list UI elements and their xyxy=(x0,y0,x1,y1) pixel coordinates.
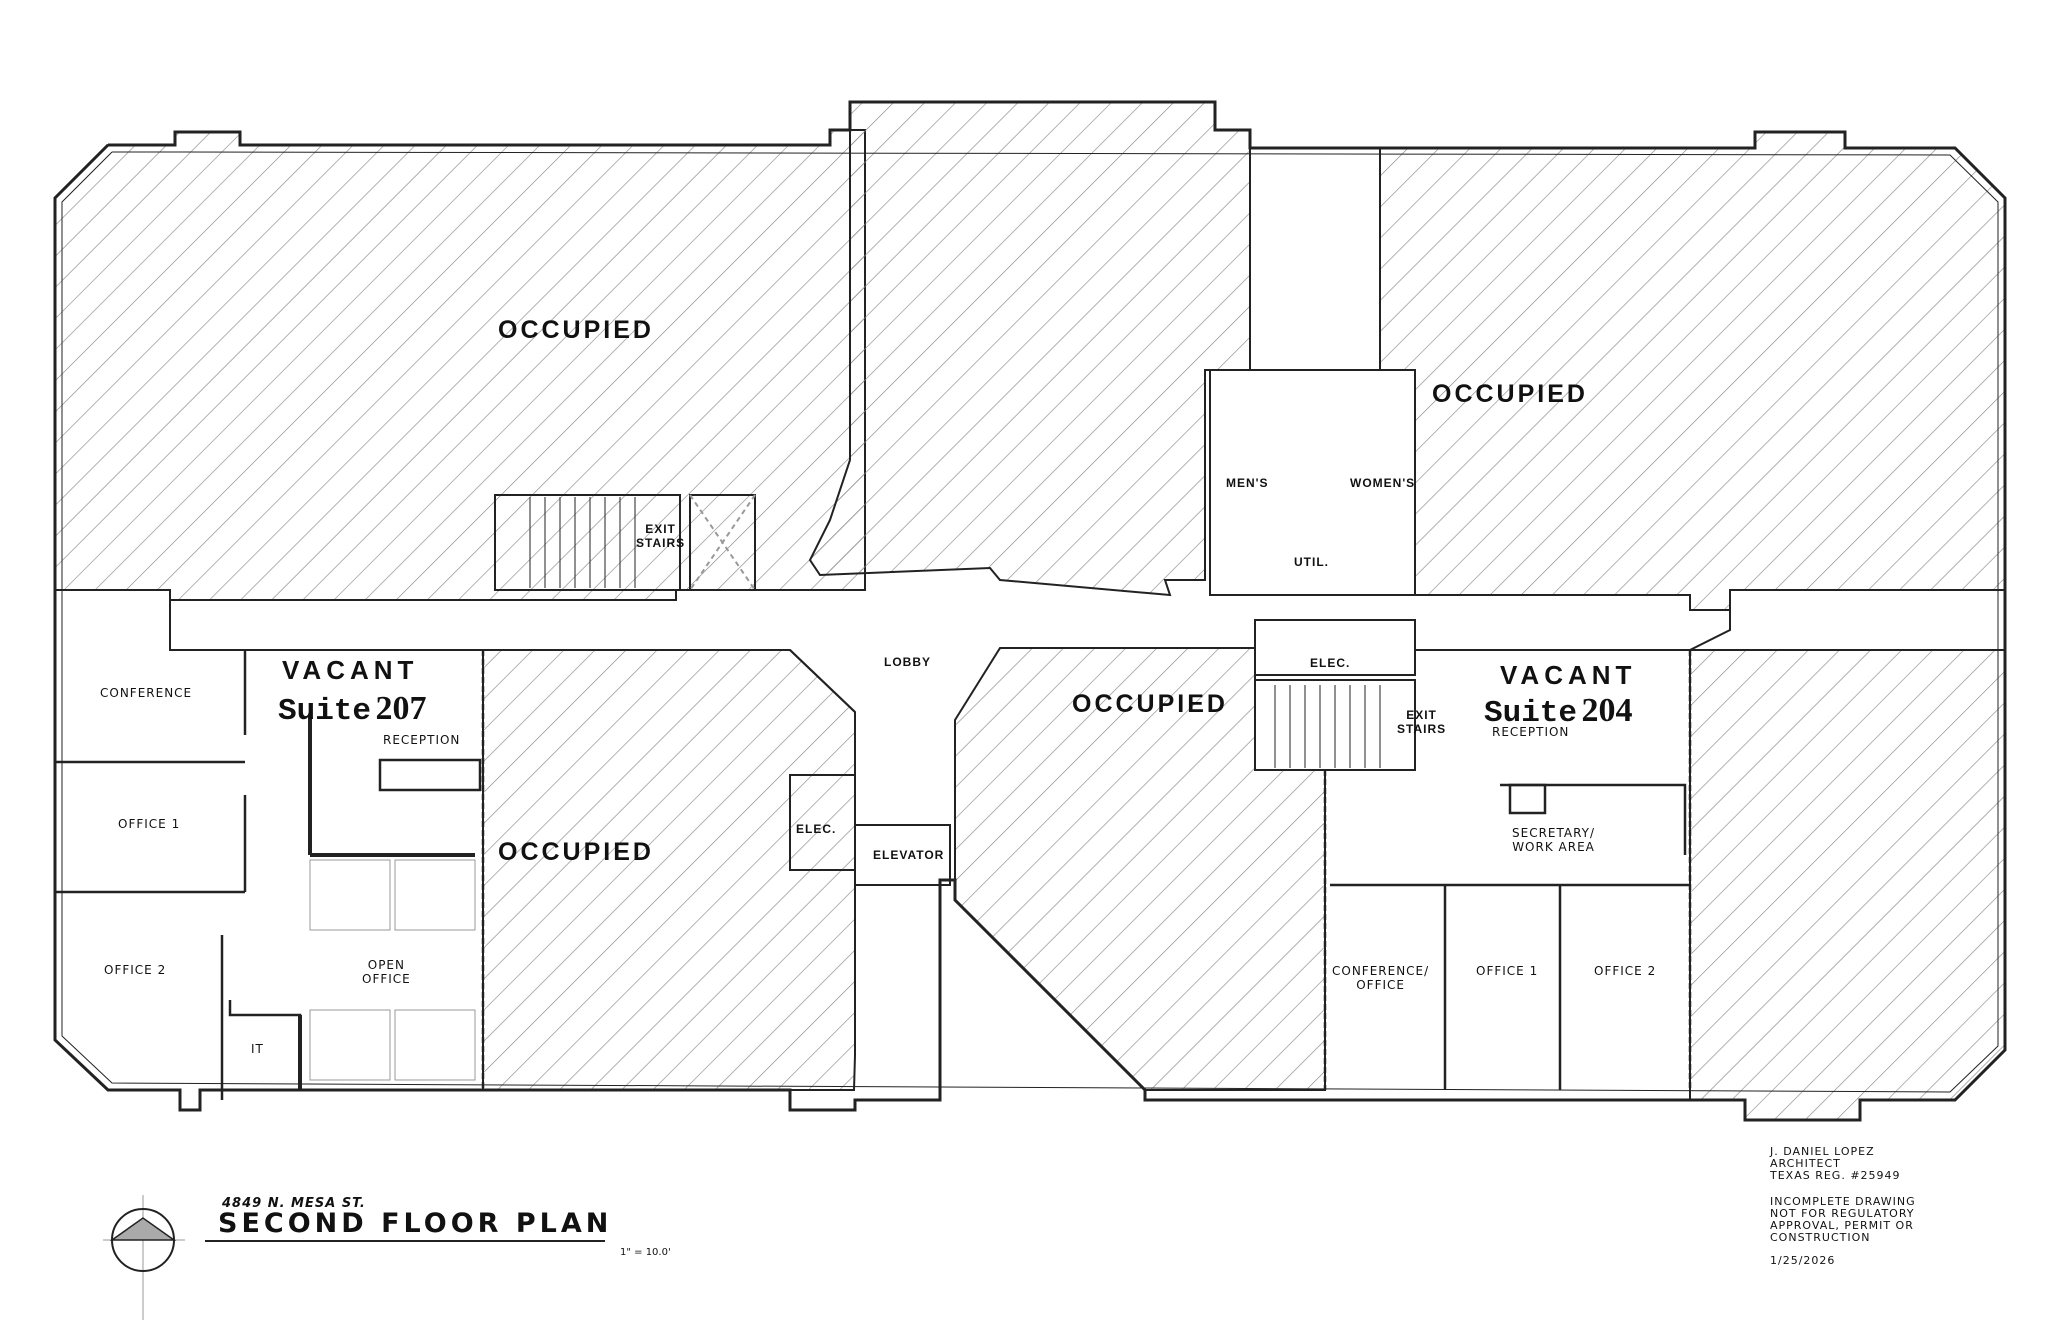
elec-west-label: ELEC. xyxy=(796,822,837,836)
elevator-label: ELEVATOR xyxy=(873,848,945,862)
disclaimer-line-3: APPROVAL, PERMIT OR xyxy=(1770,1219,1914,1232)
drawing-address: 4849 N. MESA ST. xyxy=(222,1196,366,1211)
util-label: UTIL. xyxy=(1294,555,1329,569)
disclaimer-note: INCOMPLETE DRAWING NOT FOR REGULATORY AP… xyxy=(1770,1196,1916,1244)
disclaimer-line-2: NOT FOR REGULATORY xyxy=(1770,1207,1915,1220)
stairs-label: STAIRS xyxy=(636,536,686,550)
room-open-office: OPEN OFFICE xyxy=(362,958,411,986)
architect-registration: TEXAS REG. #25949 xyxy=(1770,1169,1901,1182)
suite-207-title: Suite 207 xyxy=(278,690,426,729)
disclaimer-line-1: INCOMPLETE DRAWING xyxy=(1770,1195,1916,1208)
conference-line-1: CONFERENCE/ xyxy=(1332,964,1430,978)
occupied-label-ne: OCCUPIED xyxy=(1432,380,1588,408)
room-conference: CONFERENCE xyxy=(100,686,193,700)
exit-stairs-west-label: EXIT STAIRS xyxy=(636,522,685,550)
conference-line-2: OFFICE xyxy=(1356,978,1405,992)
open-office-line-2: OFFICE xyxy=(362,972,411,986)
building-exterior-wall xyxy=(53,100,2007,1122)
drawing-title: SECOND FLOOR PLAN xyxy=(218,1208,613,1239)
room-it: IT xyxy=(251,1042,264,1056)
drawing-scale: 1" = 10.0' xyxy=(620,1247,671,1258)
disclaimer-line-4: CONSTRUCTION xyxy=(1770,1231,1871,1244)
exit-label: EXIT xyxy=(645,522,676,536)
suite-label: Suite xyxy=(278,694,372,729)
architect-stamp: J. DANIEL LOPEZ ARCHITECT TEXAS REG. #25… xyxy=(1770,1146,1901,1182)
room-reception: RECEPTION xyxy=(1492,725,1570,739)
occupied-label-sc: OCCUPIED xyxy=(1072,690,1228,718)
suite-207-walls xyxy=(55,650,485,1100)
drawing-date: 1/25/2026 xyxy=(1770,1254,1836,1267)
mens-restroom-label: MEN'S xyxy=(1226,476,1269,490)
secretary-line-2: WORK AREA xyxy=(1512,840,1595,854)
occupied-zone-north-center xyxy=(808,101,1251,597)
suite-204-walls xyxy=(1323,650,1692,1090)
exit-stairs-east-label: EXIT STAIRS xyxy=(1397,708,1446,736)
room-conference-office: CONFERENCE/ OFFICE xyxy=(1332,964,1429,992)
secretary-line-1: SECRETARY/ xyxy=(1512,826,1596,840)
occupied-zone-north-west xyxy=(54,129,866,601)
womens-restroom-label: WOMEN'S xyxy=(1350,476,1416,490)
stairs-label: STAIRS xyxy=(1397,722,1447,736)
room-reception: RECEPTION xyxy=(383,733,461,747)
room-office-1: OFFICE 1 xyxy=(1476,964,1539,978)
occupied-label-nw: OCCUPIED xyxy=(498,316,654,344)
north-arrow-icon xyxy=(103,1195,185,1320)
suite-204-title: Suite 204 xyxy=(1484,692,1632,731)
architect-role: ARCHITECT xyxy=(1770,1157,1841,1170)
open-office-line-1: OPEN xyxy=(367,958,405,972)
occupied-label-sw: OCCUPIED xyxy=(498,838,654,866)
lobby-label: LOBBY xyxy=(884,655,931,669)
room-office-1: OFFICE 1 xyxy=(118,817,181,831)
suite-number: 207 xyxy=(375,690,427,727)
occupied-zone-south-east xyxy=(1689,649,2006,1121)
main-corridor xyxy=(169,590,1731,713)
suite-number: 204 xyxy=(1581,692,1633,729)
suite-label: Suite xyxy=(1484,696,1578,731)
elec-east-label: ELEC. xyxy=(1310,656,1351,670)
core-elements xyxy=(494,369,1416,886)
suite-204-status: VACANT xyxy=(1500,660,1637,690)
suite-207-status: VACANT xyxy=(282,655,419,685)
room-office-2: OFFICE 2 xyxy=(104,963,167,977)
suite-207-workstations xyxy=(309,859,476,1081)
room-secretary-work-area: SECRETARY/ WORK AREA xyxy=(1512,826,1595,854)
exit-label: EXIT xyxy=(1406,708,1437,722)
room-office-2: OFFICE 2 xyxy=(1594,964,1657,978)
architect-name: J. DANIEL LOPEZ xyxy=(1770,1145,1875,1158)
